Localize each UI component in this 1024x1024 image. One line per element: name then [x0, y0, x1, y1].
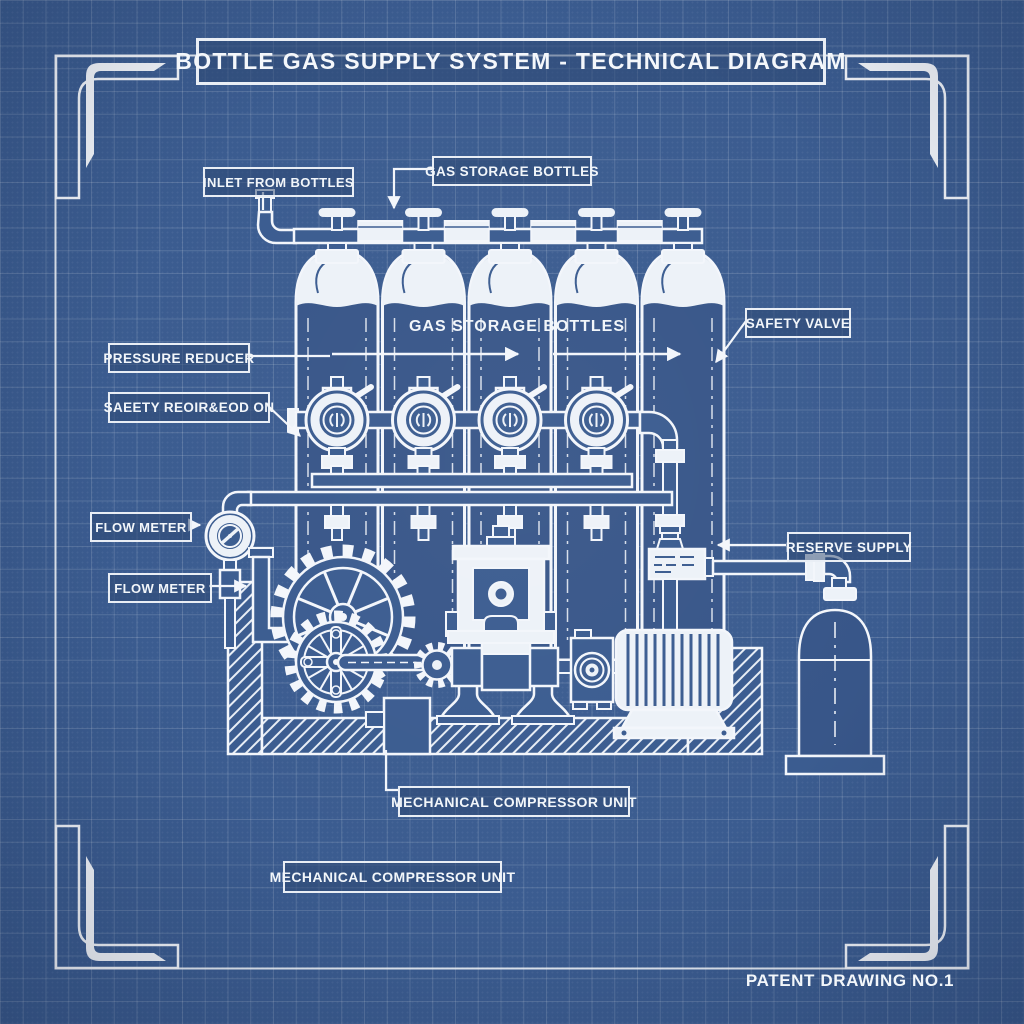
label-reserve-supply: RESERVE SUPPLY: [786, 532, 912, 562]
label-gas-storage-bottles-overlay: GAS STORAGE BOTTLES: [408, 318, 626, 335]
callout-leader-lines: [188, 167, 786, 792]
page-title: BOTTLE GAS SUPPLY SYSTEM - TECHNICAL DIA…: [175, 38, 845, 85]
bottle-valve-tee: [401, 208, 446, 264]
reserve-gas-bottle: [784, 608, 886, 776]
label-inlet-from-bottles: INLET FROM BOTTLES: [203, 167, 354, 197]
electric-motor: [612, 628, 736, 740]
bottle-valve-tee: [574, 208, 619, 264]
regulator-pipework: [287, 408, 857, 636]
bottle-valve-tee: [488, 208, 532, 264]
bottle-valve-tees: [315, 208, 705, 264]
label-gas-storage-bottles-top: GAS STORAGE BOTTLES: [425, 156, 599, 186]
crankshaft-assembly: [336, 640, 617, 725]
bottle-valve-tee: [315, 208, 359, 264]
pipe-coupling: [616, 220, 663, 242]
label-mechanical-compressor-bottom: MECHANICAL COMPRESSOR UNIT: [270, 861, 515, 893]
manifold-drop-stub: [583, 504, 610, 541]
label-mechanical-compressor-callout: MECHANICAL COMPRESSOR UNIT: [391, 786, 637, 817]
manifold-drop-stub: [410, 504, 437, 541]
compressor-cylinder: [445, 525, 557, 644]
label-safety-regulator: SAEETY REOIR&EOD ON: [104, 392, 274, 423]
label-pressure-reducer: PRESSURE REDUCER: [103, 343, 254, 373]
pressure-regulator: [477, 376, 547, 477]
pressure-regulator: [304, 376, 374, 477]
manifold-couplings: [357, 220, 663, 242]
patent-drawing-number: PATENT DRAWING NO.1: [745, 971, 955, 990]
pressure-regulator: [564, 376, 634, 477]
label-flow-meter-lower: FLOW METER: [108, 573, 212, 603]
pipe-coupling: [530, 220, 577, 242]
gearbox-unit: [569, 629, 615, 710]
flow-meter-gauge: [204, 510, 294, 649]
pipe-coupling: [357, 220, 404, 242]
pipe-coupling: [443, 220, 490, 242]
manifold-drop-stub: [324, 504, 350, 541]
pressure-regulator: [391, 376, 461, 477]
label-flow-meter-upper: FLOW METER: [90, 512, 192, 542]
lower-manifold-rows: [221, 472, 674, 516]
bottle-valve-tee: [661, 208, 705, 264]
pressure-regulators: [304, 376, 634, 477]
label-safety-valve: SAFETY VALVE: [745, 308, 851, 338]
